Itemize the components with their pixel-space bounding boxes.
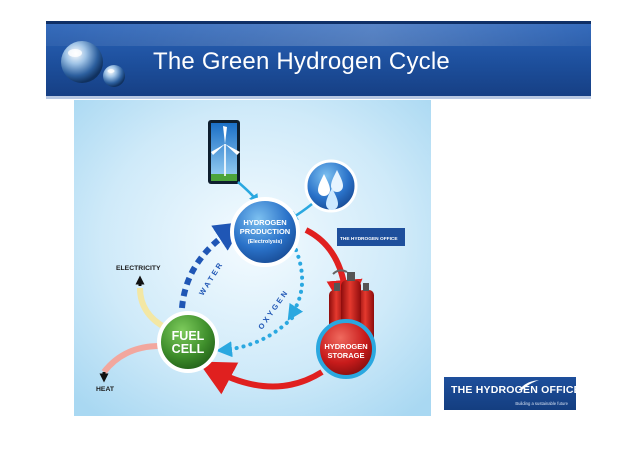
heat-label: HEAT bbox=[96, 386, 115, 393]
fuel-cell-label-line2: CELL bbox=[172, 342, 205, 356]
oxygen-arrow-down bbox=[287, 248, 305, 321]
production-label-line3: (Electrolysis) bbox=[248, 239, 283, 245]
production-label-line2: PRODUCTION bbox=[240, 227, 290, 236]
hydrogen-storage-node: HYDROGEN STORAGE bbox=[316, 319, 376, 379]
brand-name: THE HYDROGEN OFFICE™ bbox=[451, 384, 587, 396]
production-label-line1: HYDROGEN bbox=[243, 218, 286, 227]
fuel-cell-label-line1: FUEL bbox=[172, 329, 205, 343]
electricity-label: ELECTRICITY bbox=[116, 265, 161, 272]
hydrogen-cycle-diagram: HYDROGEN PRODUCTION (Electrolysis) THE H… bbox=[74, 100, 431, 416]
brand-tagline: Building a sustainable future bbox=[515, 401, 568, 406]
glass-spheres-icon bbox=[61, 41, 125, 87]
hydrogen-production-node: HYDROGEN PRODUCTION (Electrolysis) bbox=[230, 197, 300, 267]
small-logo-text: THE HYDROGEN OFFICE bbox=[340, 236, 398, 242]
heat-flow bbox=[101, 343, 161, 374]
storage-label-line2: STORAGE bbox=[328, 351, 365, 360]
page-title: The Green Hydrogen Cycle bbox=[153, 48, 450, 75]
title-bar: The Green Hydrogen Cycle bbox=[46, 21, 591, 99]
small-hydrogen-office-logo: THE HYDROGEN OFFICE bbox=[337, 228, 405, 246]
storage-label-line1: HYDROGEN bbox=[324, 342, 367, 351]
oxygen-arrow-to-fuel-cell bbox=[216, 316, 294, 358]
water-drops-icon bbox=[304, 159, 358, 213]
water-arrow bbox=[179, 221, 245, 309]
swoosh-icon bbox=[519, 380, 539, 390]
wind-turbine-icon bbox=[208, 120, 240, 184]
fuel-cell-node: FUEL CELL bbox=[157, 311, 219, 373]
storage-to-fuel-cell-arrow bbox=[198, 361, 324, 395]
hydrogen-office-logo: THE HYDROGEN OFFICE™ Building a sustaina… bbox=[444, 377, 587, 410]
